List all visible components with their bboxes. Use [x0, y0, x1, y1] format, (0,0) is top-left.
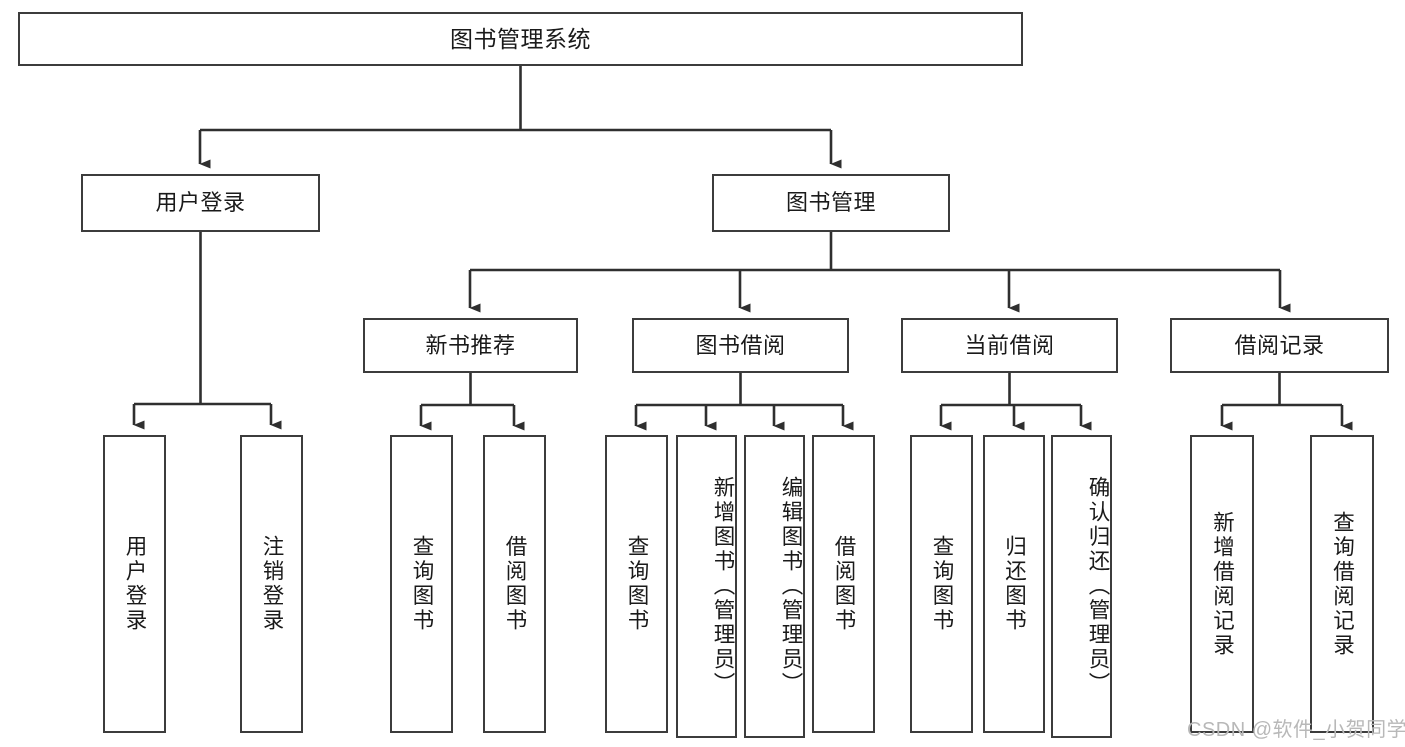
- node-label: 用户登录: [155, 190, 246, 216]
- node-leaf-borrow-book-2[interactable]: 借阅图书: [812, 435, 875, 733]
- node-label: 新增借阅记录: [1210, 510, 1235, 658]
- node-leaf-query-borrow-record[interactable]: 查询借阅记录: [1310, 435, 1374, 733]
- node-root-title[interactable]: 图书管理系统: [18, 12, 1023, 66]
- node-label: 查询图书: [624, 535, 649, 633]
- node-label: 用户登录: [122, 535, 147, 633]
- node-label: 查询图书: [409, 535, 434, 633]
- node-label: 借阅图书: [831, 535, 856, 633]
- node-user-login[interactable]: 用户登录: [81, 174, 320, 232]
- node-label: 归还图书: [1002, 535, 1027, 633]
- node-leaf-query-book-3[interactable]: 查询图书: [910, 435, 973, 733]
- node-leaf-query-book-2[interactable]: 查询图书: [605, 435, 668, 733]
- node-label: 新增图书（管理员）: [711, 476, 735, 697]
- node-current-borrow[interactable]: 当前借阅: [901, 318, 1118, 373]
- node-label: 图书借阅: [695, 332, 786, 358]
- node-leaf-confirm-return-admin[interactable]: 确认归还（管理员）: [1051, 435, 1112, 738]
- node-label: 借阅记录: [1234, 332, 1325, 358]
- node-new-book-recommend[interactable]: 新书推荐: [363, 318, 578, 373]
- csdn-watermark: CSDN @软件_小贺同学: [1187, 719, 1405, 741]
- node-label: 当前借阅: [964, 332, 1055, 358]
- node-leaf-user-login[interactable]: 用户登录: [103, 435, 166, 733]
- node-leaf-add-book-admin[interactable]: 新增图书（管理员）: [676, 435, 737, 738]
- node-book-management[interactable]: 图书管理: [712, 174, 950, 232]
- node-leaf-logout[interactable]: 注销登录: [240, 435, 303, 733]
- node-leaf-edit-book-admin[interactable]: 编辑图书（管理员）: [744, 435, 805, 738]
- node-leaf-return-book[interactable]: 归还图书: [983, 435, 1045, 733]
- node-label: 查询图书: [929, 535, 954, 633]
- node-leaf-borrow-book-1[interactable]: 借阅图书: [483, 435, 546, 733]
- node-label: 注销登录: [259, 535, 284, 633]
- node-label: 图书管理系统: [450, 25, 591, 52]
- node-label: 图书管理: [785, 190, 876, 216]
- node-label: 查询借阅记录: [1330, 510, 1355, 658]
- node-label: 新书推荐: [425, 332, 516, 358]
- node-label: 确认归还（管理员）: [1086, 476, 1110, 697]
- node-label: 编辑图书（管理员）: [779, 476, 803, 697]
- node-borrow-record[interactable]: 借阅记录: [1170, 318, 1389, 373]
- node-book-borrow[interactable]: 图书借阅: [632, 318, 849, 373]
- node-leaf-query-book-1[interactable]: 查询图书: [390, 435, 453, 733]
- node-leaf-add-borrow-record[interactable]: 新增借阅记录: [1190, 435, 1254, 733]
- node-label: 借阅图书: [502, 535, 527, 633]
